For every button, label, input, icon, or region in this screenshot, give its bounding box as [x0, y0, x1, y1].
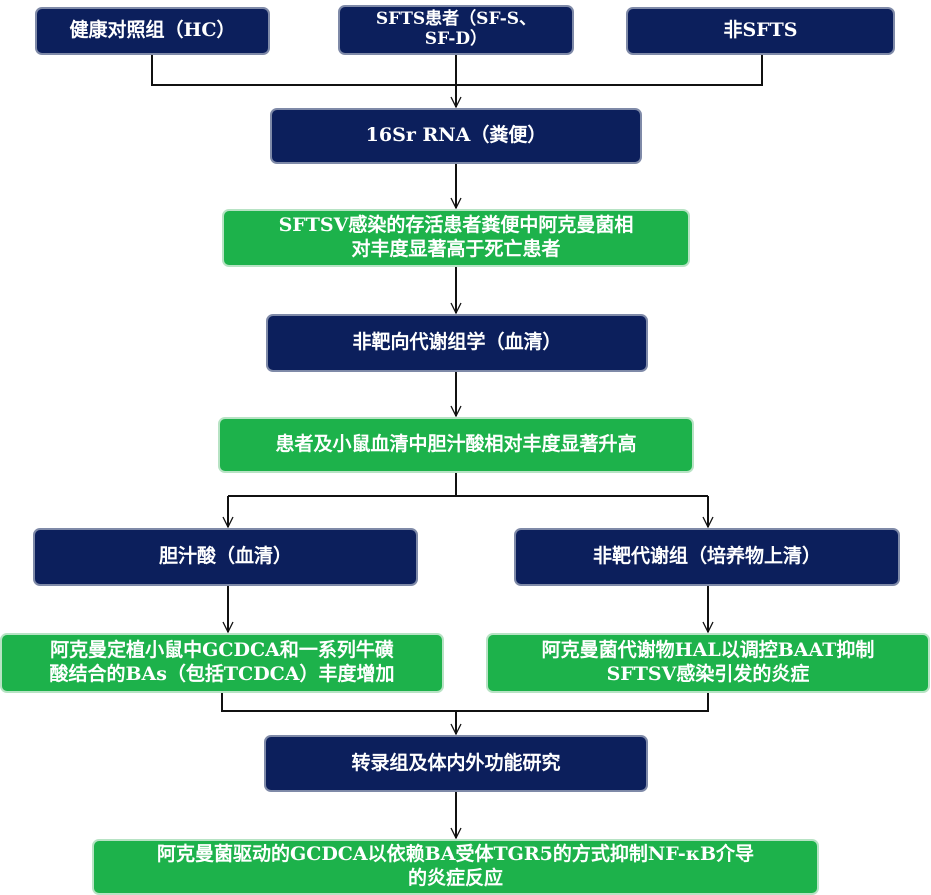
- box-sfts-patients-line1: SFTS患者（SF-S、: [375, 9, 537, 30]
- box-16s-rna-label: 16Sr RNA（粪便）: [365, 124, 547, 147]
- box-non-sfts-label: 非SFTS: [723, 19, 798, 42]
- box-sfts-patients-line2: SF-D）: [424, 29, 488, 49]
- box-result-hal-baat-line2: SFTSV感染引发的炎症: [606, 663, 810, 685]
- box-result-bile-acid-elevated-label: 患者及小鼠血清中胆汁酸相对丰度显著升高: [275, 433, 637, 456]
- box-result-gcdca-increase: 阿克曼定植小鼠中GCDCA和一系列牛磺 酸结合的BAs（包括TCDCA）丰度增加: [0, 633, 444, 693]
- merge-line-bottom: [221, 691, 709, 712]
- box-transcriptome-function-label: 转录组及体内外功能研究: [351, 751, 561, 774]
- box-result-akkermansia-survivors-line1: SFTSV感染的存活患者粪便中阿克曼菌相: [278, 214, 634, 237]
- box-conclusion-line1: 阿克曼菌驱动的GCDCA以依赖BA受体TGR5的方式抑制NF-κB介导: [156, 843, 755, 866]
- box-result-hal-baat: 阿克曼菌代谢物HAL以调控BAAT抑制 SFTSV感染引发的炎症: [486, 633, 930, 693]
- box-non-sfts: 非SFTS: [626, 7, 895, 55]
- box-conclusion: 阿克曼菌驱动的GCDCA以依赖BA受体TGR5的方式抑制NF-κB介导 的炎症反…: [92, 839, 819, 895]
- box-bile-acid-serum-label: 胆汁酸（血清）: [158, 545, 292, 568]
- box-culture-metabolome-label: 非靶代谢组（培养物上清）: [592, 545, 821, 568]
- box-untargeted-metabolomics: 非靶向代谢组学（血清）: [266, 314, 648, 372]
- box-transcriptome-function: 转录组及体内外功能研究: [264, 735, 648, 792]
- box-result-akkermansia-survivors: SFTSV感染的存活患者粪便中阿克曼菌相 对丰度显著高于死亡患者: [222, 209, 690, 267]
- box-culture-metabolome: 非靶代谢组（培养物上清）: [514, 528, 900, 586]
- box-conclusion-line2: 的炎症反应: [407, 867, 503, 889]
- box-bile-acid-serum: 胆汁酸（血清）: [33, 528, 418, 586]
- box-16s-rna: 16Sr RNA（粪便）: [270, 108, 642, 164]
- box-result-akkermansia-survivors-line2: 对丰度显著高于死亡患者: [351, 238, 561, 260]
- box-result-hal-baat-line1: 阿克曼菌代谢物HAL以调控BAAT抑制: [541, 639, 875, 662]
- box-healthy-control: 健康对照组（HC）: [35, 7, 270, 55]
- box-healthy-control-label: 健康对照组（HC）: [69, 19, 236, 42]
- box-result-bile-acid-elevated: 患者及小鼠血清中胆汁酸相对丰度显著升高: [218, 417, 694, 473]
- box-untargeted-metabolomics-label: 非靶向代谢组学（血清）: [352, 331, 562, 354]
- box-result-gcdca-increase-line1: 阿克曼定植小鼠中GCDCA和一系列牛磺: [50, 639, 394, 662]
- box-result-gcdca-increase-line2: 酸结合的BAs（包括TCDCA）丰度增加: [49, 663, 395, 685]
- box-sfts-patients: SFTS患者（SF-S、 SF-D）: [338, 5, 574, 55]
